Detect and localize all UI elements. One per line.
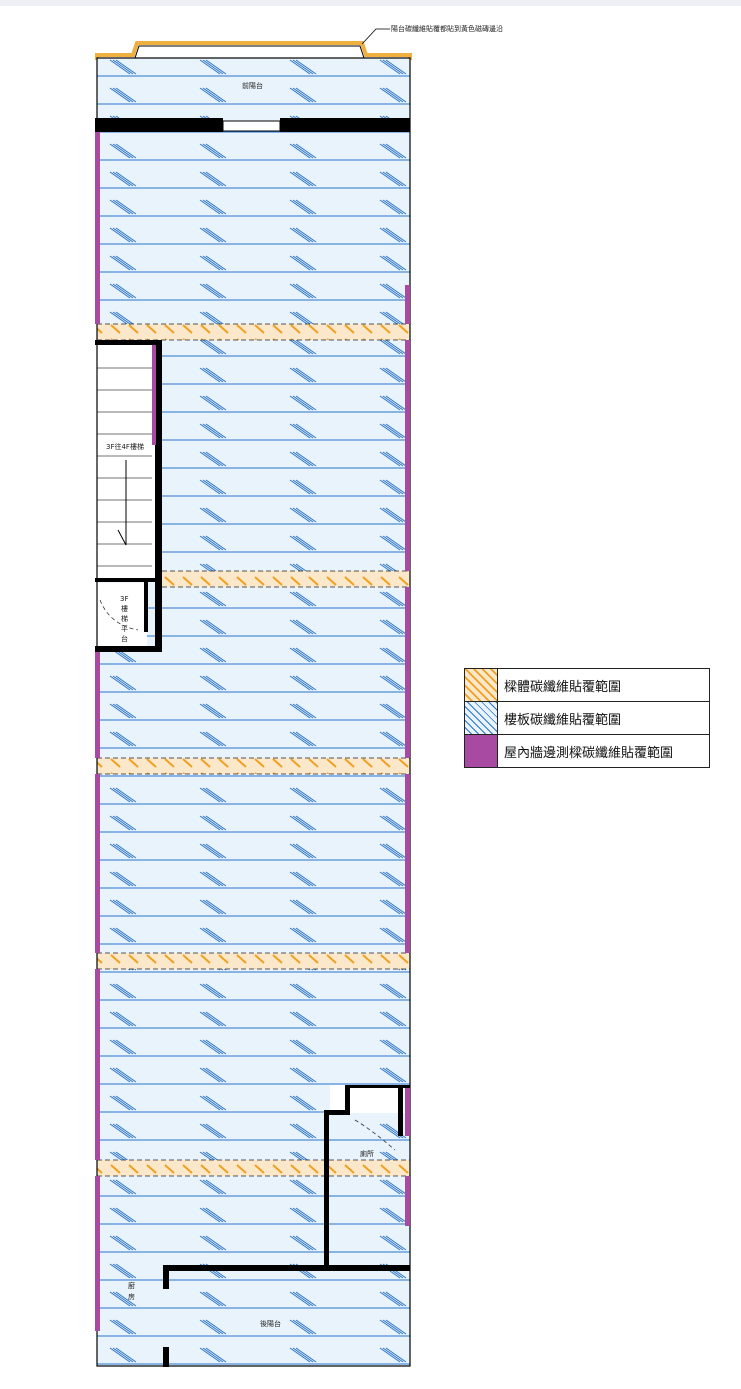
- front-balcony-label: 前陽台: [242, 81, 263, 90]
- legend-row-slab: 樓板碳纖維貼覆範圍: [465, 702, 709, 735]
- note-leader: [361, 28, 390, 45]
- legend: 樑體碳纖維貼覆範圍 樓板碳纖維貼覆範圍 屋內牆邊測樑碳纖維貼覆範圍: [464, 668, 710, 768]
- legend-label-slab: 樓板碳纖維貼覆範圍: [504, 712, 622, 728]
- stair-walls: [95, 340, 162, 652]
- kitchen-label-2: 房: [128, 1292, 135, 1301]
- back-balcony-label: 後陽台: [260, 1319, 281, 1328]
- beam-1: [97, 324, 410, 340]
- legend-row-wall-edge: 屋內牆邊測樑碳纖維貼覆範圍: [465, 735, 709, 767]
- back-walls: [163, 1265, 410, 1367]
- stair-steps: [97, 367, 152, 567]
- kitchen-label-1: 廚: [128, 1281, 135, 1290]
- landing-label-2: 樓: [121, 604, 128, 613]
- front-wall: [95, 118, 410, 132]
- landing-label-4: 平: [121, 625, 128, 633]
- beam-2: [162, 571, 410, 587]
- toilet-room: [330, 1085, 410, 1113]
- wall-edge-strips: [95, 132, 410, 1331]
- landing-label-1: 3F: [120, 595, 128, 603]
- legend-label-wall-edge: 屋內牆邊測樑碳纖維貼覆範圍: [504, 745, 674, 761]
- legend-label-beam: 樑體碳纖維貼覆範圍: [504, 679, 622, 695]
- legend-row-beam: 樑體碳纖維貼覆範圍: [465, 669, 709, 702]
- balcony-tile-edge: [95, 41, 412, 60]
- beam-3: [97, 758, 410, 774]
- stairs-label: 3F往4F樓梯: [106, 442, 144, 451]
- landing-label-5: 台: [121, 634, 128, 643]
- stair-landing: [97, 583, 147, 649]
- beam-5: [97, 1160, 410, 1176]
- note-label: 陽台碳纖維貼覆都貼到黃色磁磚邊沿: [391, 24, 503, 33]
- toilet-walls: [324, 1085, 410, 1268]
- stair-arrow: [117, 460, 127, 546]
- wall-edge-swatch-icon: [465, 735, 498, 767]
- slab-swatch-icon: [465, 702, 498, 734]
- slab-area: [97, 58, 410, 1366]
- top-bar: [0, 0, 741, 6]
- beam-4: [97, 953, 410, 969]
- toilet-label: 廁所: [360, 1149, 374, 1158]
- landing-label-3: 梯: [121, 614, 128, 623]
- beam-swatch-icon: [465, 669, 498, 701]
